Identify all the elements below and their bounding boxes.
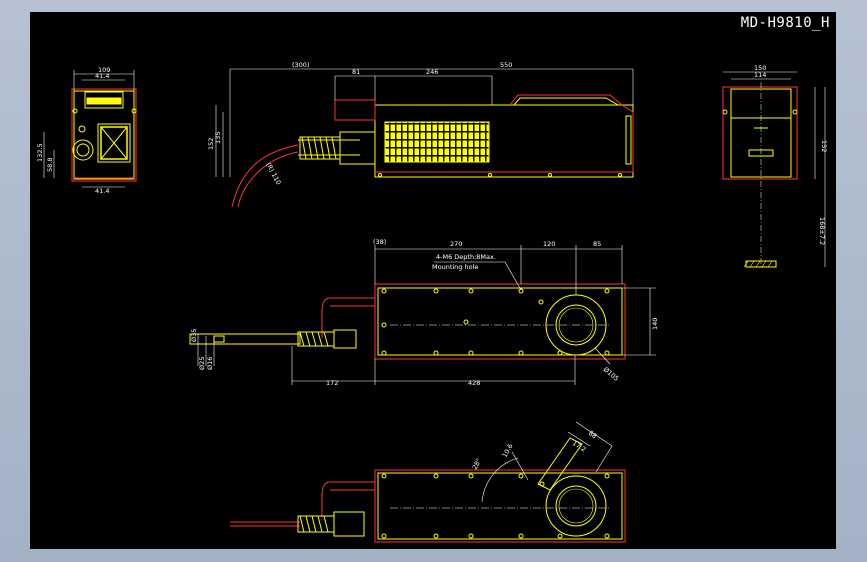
dim-top-270: 270 (450, 240, 462, 248)
drawing-title: MD-H9810_H (740, 15, 830, 31)
dim-bottom-17-2: 17.2 (571, 439, 587, 454)
dim-top-140: 140 (651, 318, 659, 330)
right-end-view (722, 82, 798, 268)
side-view (231, 94, 634, 208)
bottom-view (230, 437, 626, 543)
dim-side-135: 135 (214, 132, 222, 144)
dim-top-38: (38) (373, 238, 386, 246)
technical-drawing: 109 41.4 41.4 132.5 58.8 (36, 61, 828, 543)
dim-left-port: 58.8 (46, 158, 54, 172)
dim-left-lower: 41.4 (95, 187, 109, 195)
dim-side-radius: (R) 110 (264, 161, 282, 186)
top-view-labels: (38) 270 120 85 140 172 428 Ø35 Ø25 Ø16 … (190, 238, 659, 387)
dim-left-upper: 41.4 (95, 72, 109, 80)
dim-side-550: 550 (500, 61, 512, 69)
left-view-dimensions (43, 70, 135, 188)
dim-right-114: 114 (754, 71, 766, 79)
dim-top-120: 120 (543, 240, 555, 248)
dim-side-cable: (300) (292, 61, 309, 69)
dim-top-172: 172 (326, 379, 338, 387)
top-view (189, 283, 626, 360)
dim-top-d35: Ø35 (190, 329, 198, 342)
mounting-note-line1: 4-M6 Depth:8Max. (436, 253, 496, 261)
bottom-view-labels: 28° 10.6 17.2 88 (471, 429, 599, 471)
dim-top-d25: Ø25 (198, 357, 206, 370)
dim-side-152: 152 (207, 138, 215, 150)
dim-left-height: 132.5 (36, 143, 44, 162)
right-view-labels: 150 114 152 168±7.2 (754, 64, 828, 245)
dim-top-428: 428 (468, 379, 480, 387)
dim-side-246: 246 (426, 68, 438, 76)
top-view-dimensions (197, 245, 656, 385)
dim-top-85: 85 (593, 240, 601, 248)
dim-side-81: 81 (352, 68, 360, 76)
cad-viewport[interactable]: 109 41.4 41.4 132.5 58.8 (30, 12, 836, 549)
dim-right-152: 152 (820, 140, 828, 152)
dim-bottom-angle: 28° (471, 457, 483, 471)
left-end-view (71, 88, 137, 182)
dim-right-150: 150 (754, 64, 766, 72)
dim-bottom-88: 88 (587, 429, 598, 440)
dim-bottom-10-6: 10.6 (501, 442, 515, 459)
left-view-labels: 109 41.4 41.4 132.5 58.8 (36, 66, 110, 195)
side-view-dimensions (215, 68, 634, 177)
dim-top-d16: Ø16 (206, 357, 214, 370)
dim-top-d105: Ø105 (602, 365, 621, 382)
dim-right-height: 168±7.2 (818, 217, 826, 245)
right-view-dimensions (723, 71, 826, 267)
bottom-view-dimensions (481, 421, 613, 503)
dim-left-width: 109 (98, 66, 110, 74)
mounting-note-line2: Mounting hole (432, 263, 478, 271)
